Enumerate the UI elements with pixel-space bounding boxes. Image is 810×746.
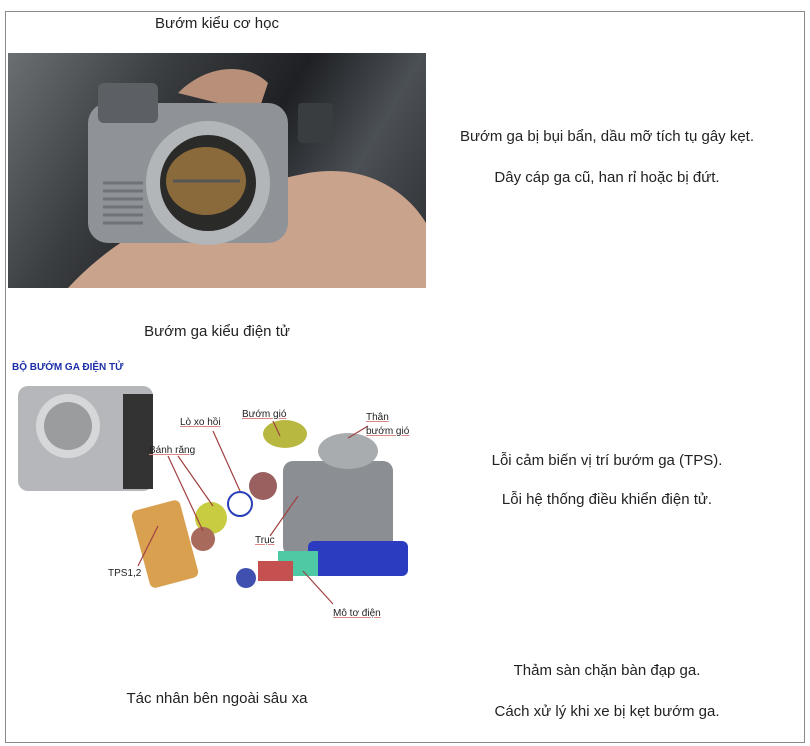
caption-mechanical: Bướm kiểu cơ học xyxy=(155,15,279,32)
electronic-throttle-diagram: BỘ BƯỚM GA ĐIỆN TỬ Lò xo hồi Bướm gió Th… xyxy=(8,356,428,626)
content-table xyxy=(5,11,805,743)
cause-floor-mat: Thảm sàn chặn bàn đạp ga. xyxy=(513,662,701,679)
label-tps: TPS1,2 xyxy=(108,568,142,579)
mechanical-throttle-photo xyxy=(8,53,426,288)
label-butterfly: Bướm gió xyxy=(242,409,287,420)
label-gears: Bánh răng xyxy=(149,445,196,456)
cause-tps-error: Lỗi cảm biến vị trí bướm ga (TPS). xyxy=(491,452,723,469)
cause-electronic-control: Lỗi hệ thống điều khiển điện tử. xyxy=(501,491,713,508)
cause-dirty-throttle: Bướm ga bị bụi bẩn, dầu mỡ tích tụ gây k… xyxy=(459,128,755,145)
label-body-2: bướm gió xyxy=(366,426,410,437)
fix-stuck-throttle: Cách xử lý khi xe bị kẹt bướm ga. xyxy=(494,703,720,720)
label-body-1: Thân xyxy=(366,412,389,423)
caption-electronic: Bướm ga kiểu điện tử xyxy=(144,323,290,340)
cause-old-cable: Dây cáp ga cũ, han rỉ hoặc bị đứt. xyxy=(494,169,720,186)
label-motor: Mô tơ điện xyxy=(333,608,381,619)
caption-external: Tác nhân bên ngoài sâu xa xyxy=(126,690,308,707)
label-return-spring: Lò xo hồi xyxy=(180,417,221,428)
label-shaft: Trục xyxy=(255,535,275,546)
diagram-title: BỘ BƯỚM GA ĐIỆN TỬ xyxy=(12,362,124,373)
